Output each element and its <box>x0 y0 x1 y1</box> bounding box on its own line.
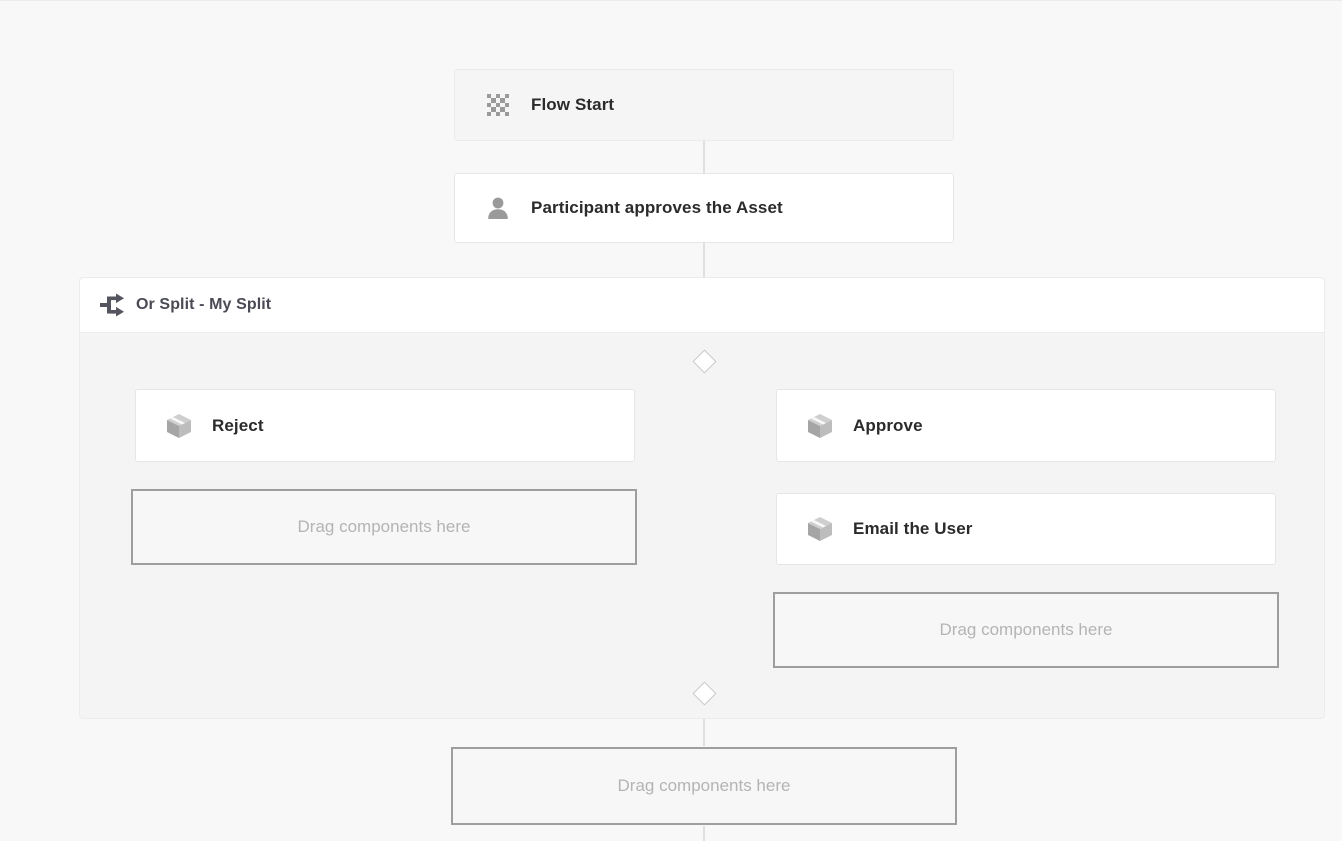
split-branch-icon <box>98 291 126 319</box>
split-header[interactable]: Or Split - My Split <box>80 278 1324 333</box>
package-icon <box>803 409 837 443</box>
package-icon <box>162 409 196 443</box>
node-label: Participant approves the Asset <box>531 198 783 217</box>
node-email-the-user[interactable]: Email the User <box>776 493 1276 565</box>
split-header-label: Or Split - My Split <box>136 296 272 313</box>
node-label: Email the User <box>853 519 973 538</box>
node-flow-start[interactable]: Flow Start <box>454 69 954 141</box>
node-label: Approve <box>853 415 923 435</box>
node-label: Flow Start <box>531 95 615 114</box>
split-container[interactable]: Or Split - My Split Reject Drag componen… <box>79 277 1325 719</box>
node-approve[interactable]: Approve <box>776 389 1276 462</box>
package-icon <box>803 512 837 546</box>
dropzone-branch-left[interactable]: Drag components here <box>131 489 637 565</box>
dropzone-branch-right[interactable]: Drag components here <box>773 592 1279 668</box>
dropzone-label: Drag components here <box>617 776 791 795</box>
checkered-flag-icon <box>481 88 515 122</box>
node-participant-approves[interactable]: Participant approves the Asset <box>454 173 954 243</box>
node-reject[interactable]: Reject <box>135 389 635 462</box>
person-icon <box>481 191 515 225</box>
dropzone-label: Drag components here <box>939 620 1113 639</box>
dropzone-label: Drag components here <box>297 517 471 536</box>
dropzone-footer[interactable]: Drag components here <box>451 747 957 825</box>
node-label: Reject <box>212 415 264 435</box>
